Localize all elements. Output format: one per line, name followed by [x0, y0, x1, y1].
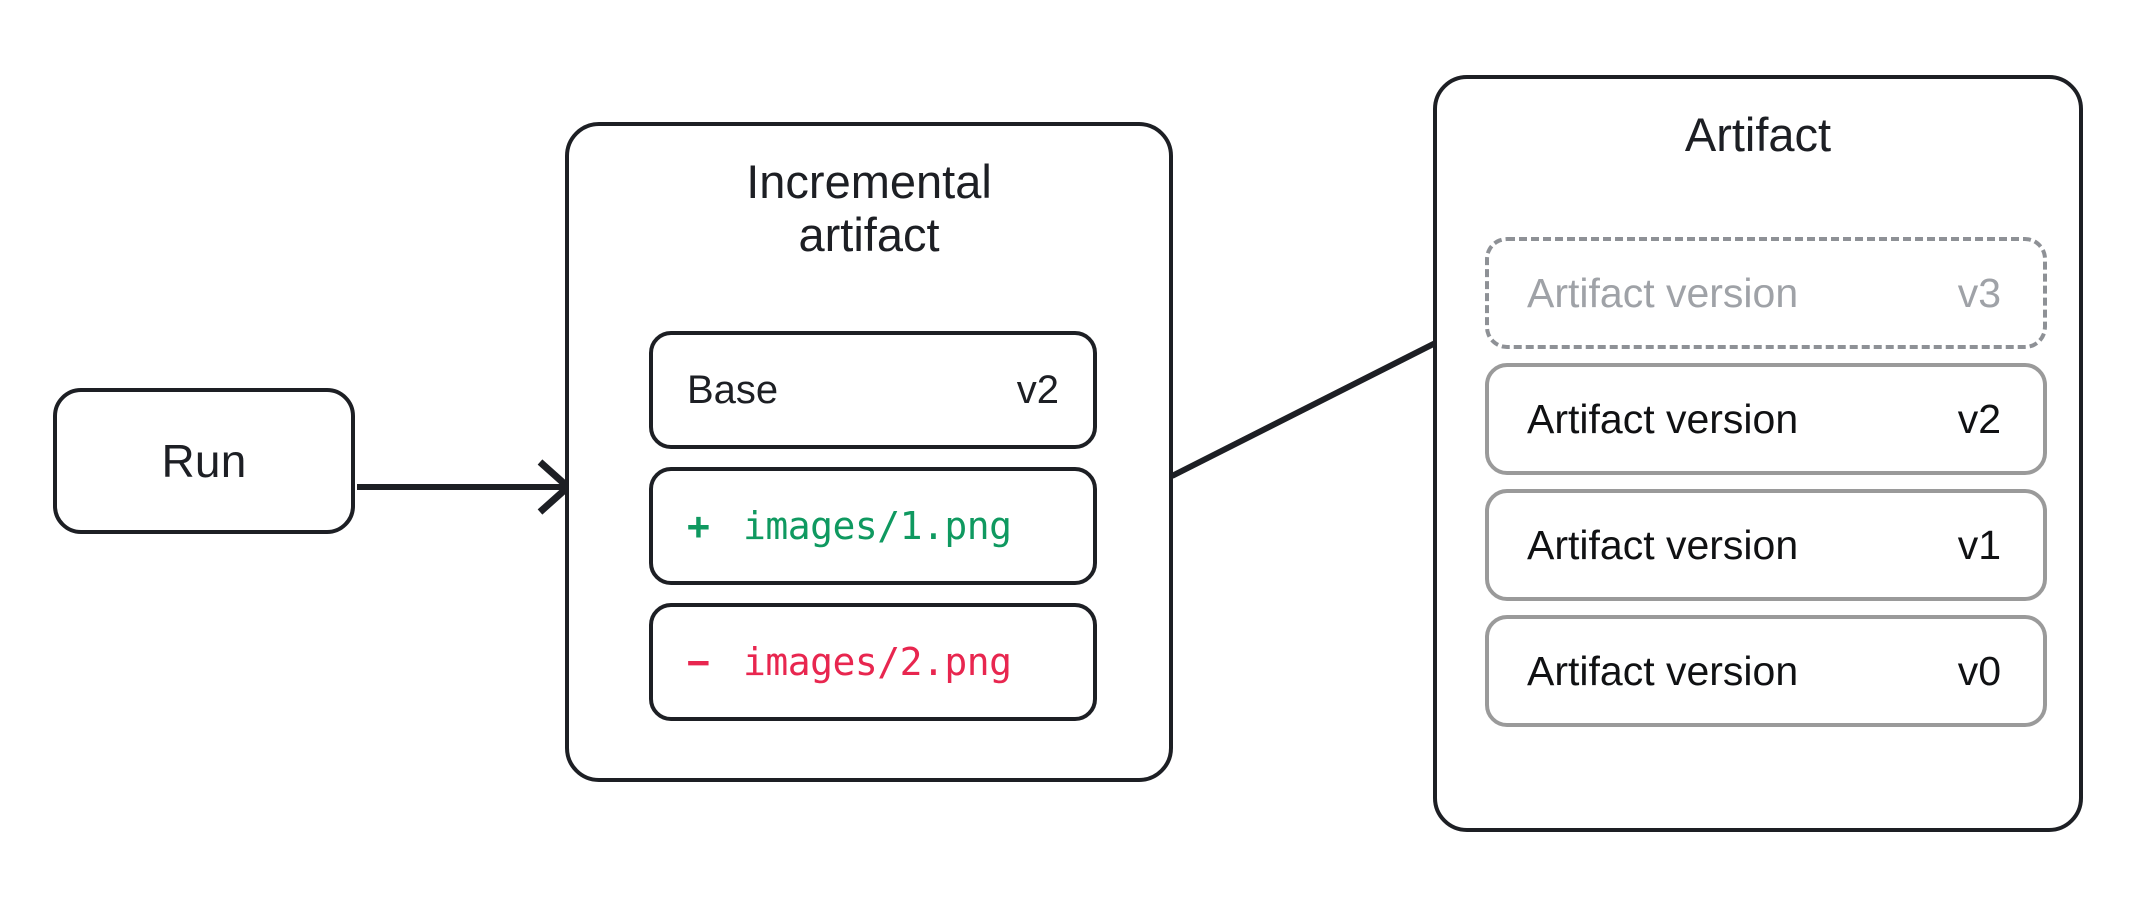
run-node[interactable]: Run	[53, 388, 355, 534]
edge-incremental-to-artifact	[1170, 314, 1479, 479]
minus-icon: −	[687, 640, 710, 684]
base-artifact-version: v2	[1016, 367, 1059, 412]
edge-run-to-incremental	[357, 459, 574, 515]
artifact-version-row-v2[interactable]: Artifact version v2	[1485, 363, 2047, 475]
artifact-version-label-v2: Artifact version	[1527, 395, 1799, 442]
artifact-version-label-v3: Artifact version	[1527, 269, 1799, 316]
artifact-version-label-v0: Artifact version	[1527, 647, 1799, 694]
diff-row-added[interactable]: + images/1.png	[649, 467, 1097, 585]
artifact-version-value-v2: v2	[1957, 395, 2001, 442]
base-artifact-label: Base	[687, 367, 779, 412]
run-label: Run	[161, 435, 247, 487]
base-artifact-row[interactable]: Base v2	[649, 331, 1097, 449]
plus-icon: +	[687, 504, 710, 548]
incremental-artifact-rows: Base v2 + images/1.png − images/2.png	[649, 331, 1097, 739]
artifact-version-value-v0: v0	[1957, 647, 2001, 694]
artifact-title: Artifact	[1684, 108, 1832, 161]
diff-deleted-path: images/2.png	[743, 640, 1012, 684]
incremental-artifact-title: Incremental artifact	[746, 155, 992, 261]
artifact-node[interactable]: Artifact Artifact version v3 Artifact ve…	[1433, 75, 2083, 832]
artifact-version-row-v0[interactable]: Artifact version v0	[1485, 615, 2047, 727]
artifact-version-value-v3: v3	[1957, 269, 2001, 316]
artifact-version-list: Artifact version v3 Artifact version v2 …	[1485, 237, 2047, 741]
diff-added-path: images/1.png	[743, 504, 1012, 548]
artifact-version-label-v1: Artifact version	[1527, 521, 1799, 568]
diff-row-deleted[interactable]: − images/2.png	[649, 603, 1097, 721]
artifact-version-row-v1[interactable]: Artifact version v1	[1485, 489, 2047, 601]
artifact-version-row-v3[interactable]: Artifact version v3	[1485, 237, 2047, 349]
incremental-artifact-node[interactable]: Incremental artifact Base v2 + images/1.…	[565, 122, 1173, 782]
artifact-version-value-v1: v1	[1957, 521, 2001, 568]
